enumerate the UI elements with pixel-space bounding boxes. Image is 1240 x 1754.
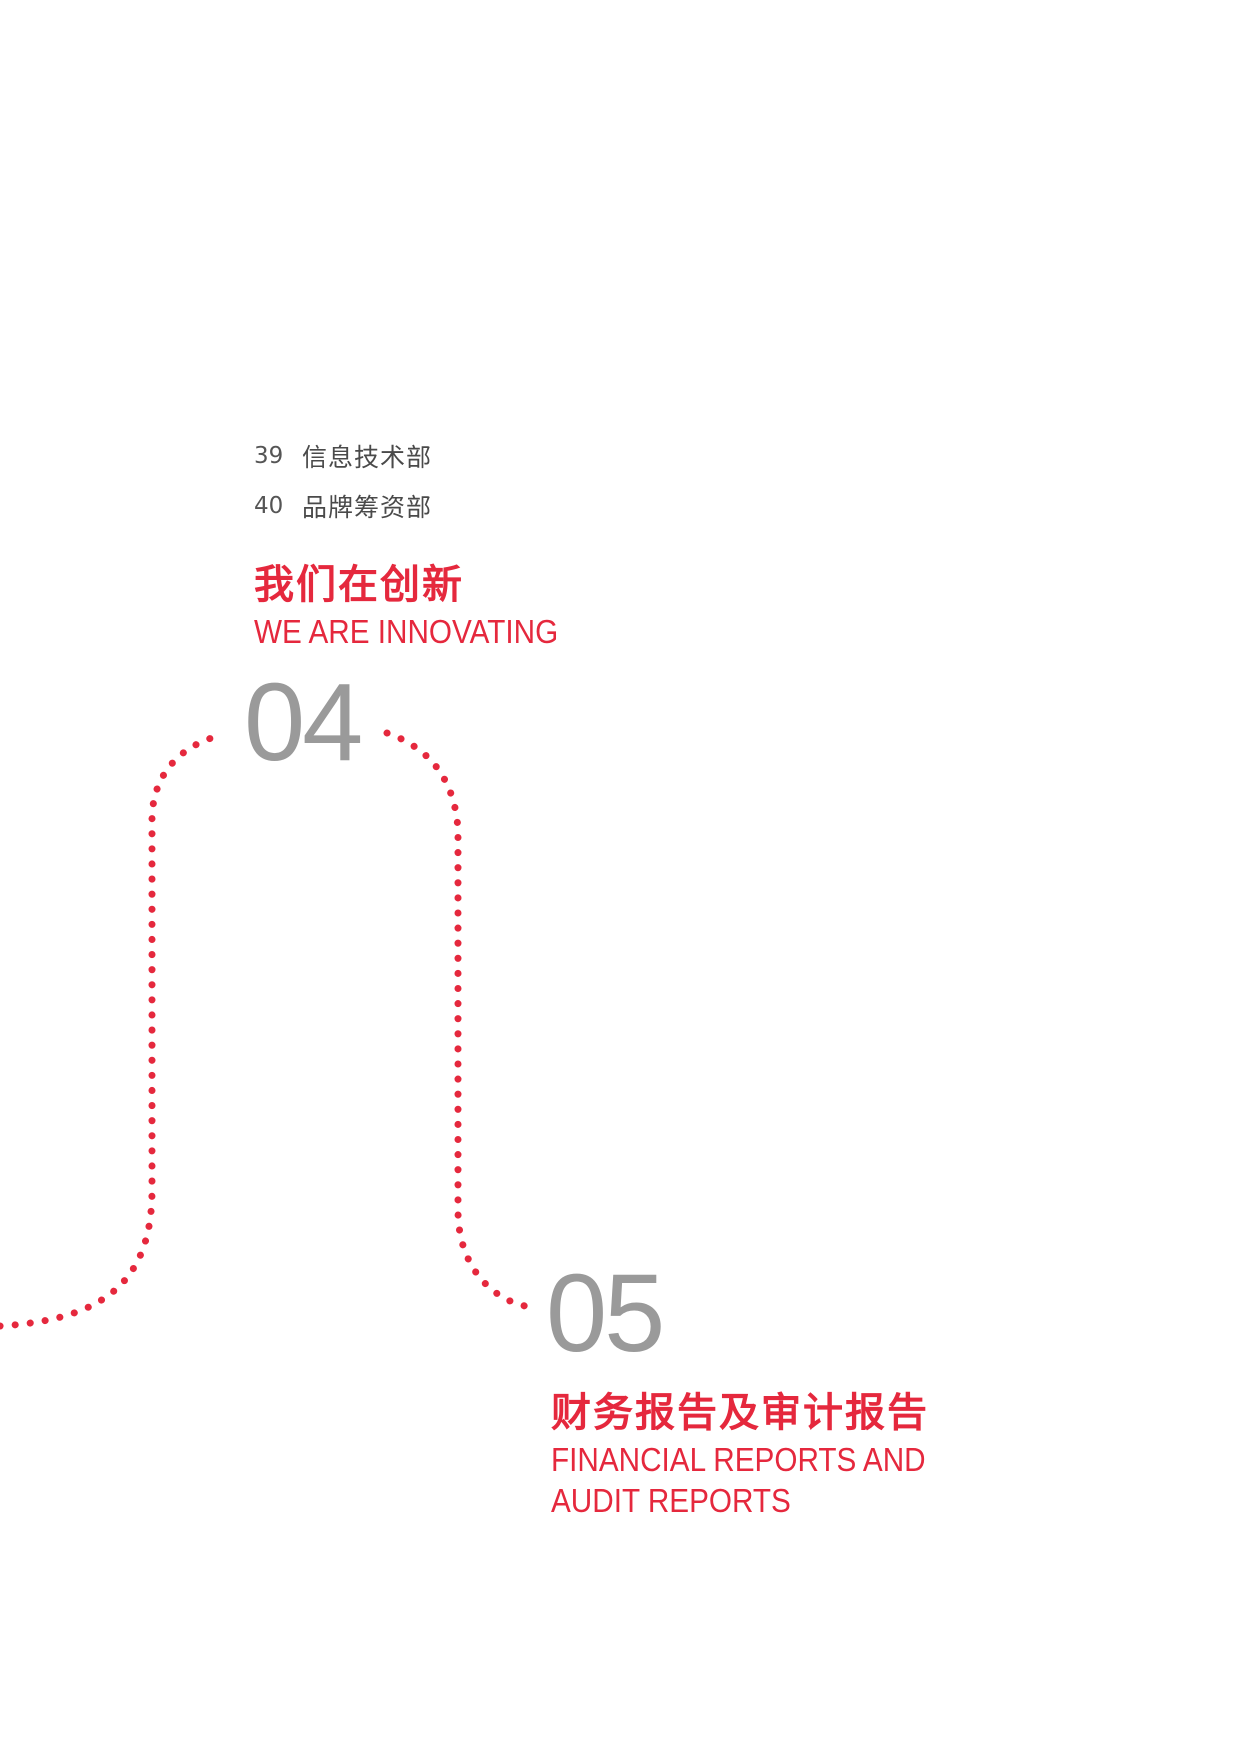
section-04-title-cn: 我们在创新: [254, 562, 464, 608]
section-04-number: 04: [244, 661, 363, 784]
toc-entry[interactable]: 40 品牌筹资部: [254, 486, 432, 526]
toc-entry[interactable]: 39 信息技术部: [254, 436, 432, 476]
toc-page-number: 40: [254, 493, 284, 519]
section-05-number: 05: [546, 1252, 665, 1375]
section-04-title-en: WE ARE INNOVATING: [254, 613, 559, 650]
section-05-title-en-line1: FINANCIAL REPORTS AND: [551, 1441, 926, 1478]
toc-entry-label: 信息技术部: [302, 443, 433, 472]
toc-entry-label: 品牌筹资部: [302, 493, 433, 522]
section-05-title-en-line2: AUDIT REPORTS: [551, 1482, 791, 1519]
toc-page-number: 39: [254, 443, 284, 469]
section-05-title-cn: 财务报告及审计报告: [551, 1390, 929, 1436]
